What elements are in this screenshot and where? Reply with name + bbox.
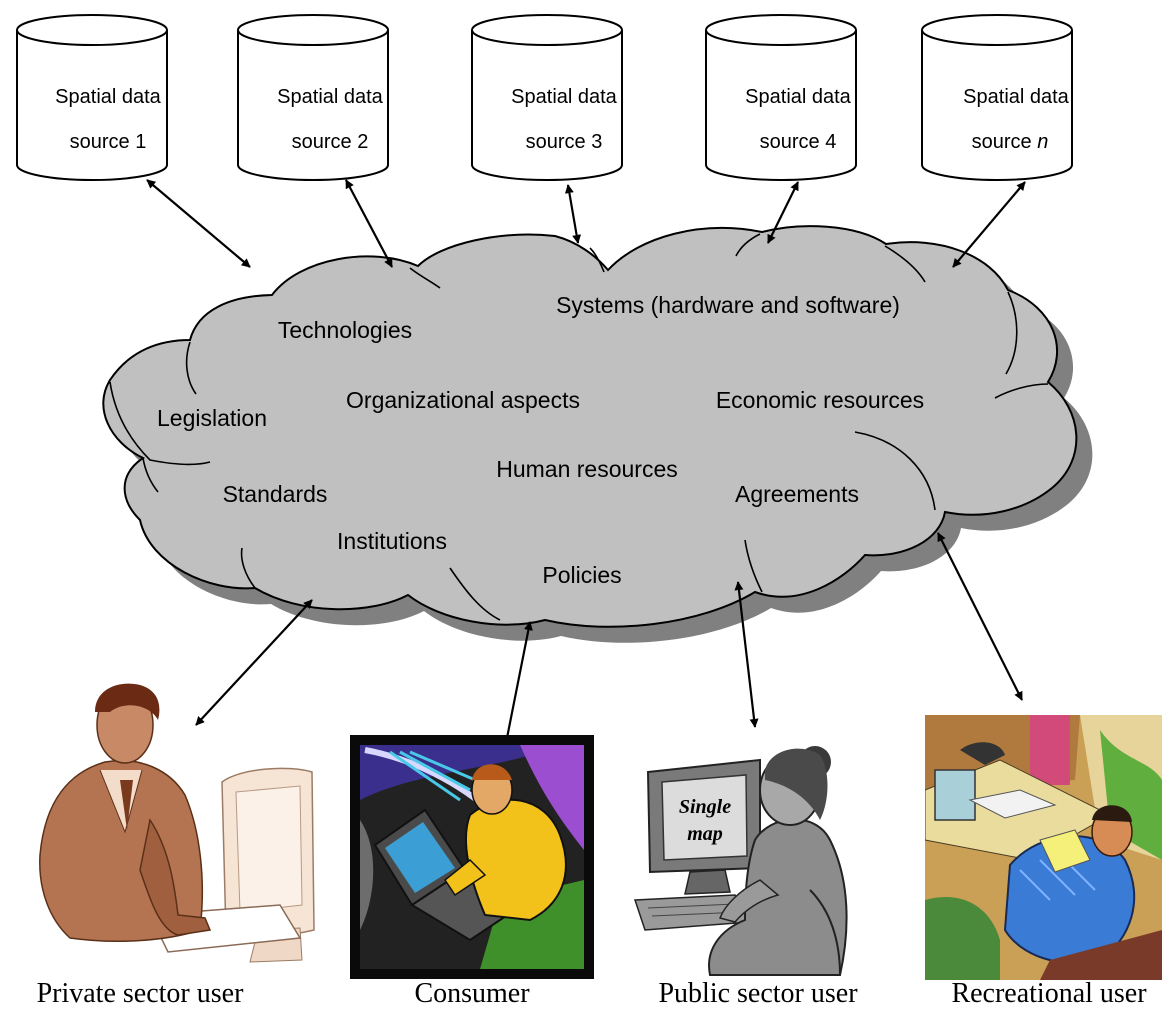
source-cylinder-n: Spatial data source n [921,14,1073,181]
user-label-consumer: Consumer [414,978,530,1009]
cloud-item-human-resources: Human resources [496,456,678,482]
cloud-item-technologies: Technologies [278,317,412,343]
cloud-item-systems: Systems (hardware and software) [556,292,900,318]
cloud-item-economic-resources: Economic resources [716,387,924,413]
cloud-item-standards: Standards [223,481,328,507]
source-label-line1: Spatial data [745,86,852,108]
arrow-private-user [195,599,313,726]
arrow-source-n [952,181,1026,268]
source-cylinder-3: Spatial data source 3 [471,14,623,181]
user-label-public-sector: Public sector user [658,978,858,1009]
source-label-line2: source 1 [70,131,147,153]
source-label-line1: Spatial data [963,86,1070,108]
source-label-line1: Spatial data [55,86,162,108]
source-label-line2: source 2 [292,131,369,153]
arrow-recreational-user [937,532,1023,701]
source-cylinder-1: Spatial data source 1 [16,14,168,181]
man-at-desk-icon [925,715,1162,980]
man-with-laptop-icon [350,735,594,979]
source-label-line1: Spatial data [511,86,618,108]
businessman-at-computer-icon [39,683,315,963]
monitor-text-line1: Single [679,796,731,818]
arrow-source-3 [564,184,582,244]
cloud-body [102,225,1078,628]
cloud-item-policies: Policies [542,562,621,588]
cloud-item-institutions: Institutions [337,528,447,554]
source-cylinder-2: Spatial data source 2 [237,14,389,181]
arrow-consumer [502,621,533,749]
arrow-source-4 [767,181,799,244]
source-label-line1: Spatial data [277,86,384,108]
source-label-line2: source 3 [526,131,603,153]
user-label-recreational: Recreational user [951,978,1147,1009]
woman-at-computer-icon: Single map [633,746,848,976]
sdi-cloud: Systems (hardware and software) Technolo… [102,225,1093,643]
arrow-source-1 [146,179,251,268]
arrow-source-2 [345,179,393,268]
cloud-item-legislation: Legislation [157,405,267,431]
source-label-line2: source 4 [760,131,837,153]
connector-arrows [146,179,1026,749]
cloud-item-organizational-aspects: Organizational aspects [346,387,580,413]
source-cylinder-4: Spatial data source 4 [705,14,857,181]
source-label-line2: source n [972,131,1049,153]
arrow-public-user [734,581,759,728]
monitor-text-line2: map [687,823,723,845]
user-label-private-sector: Private sector user [37,978,244,1009]
cloud-item-agreements: Agreements [735,481,859,507]
